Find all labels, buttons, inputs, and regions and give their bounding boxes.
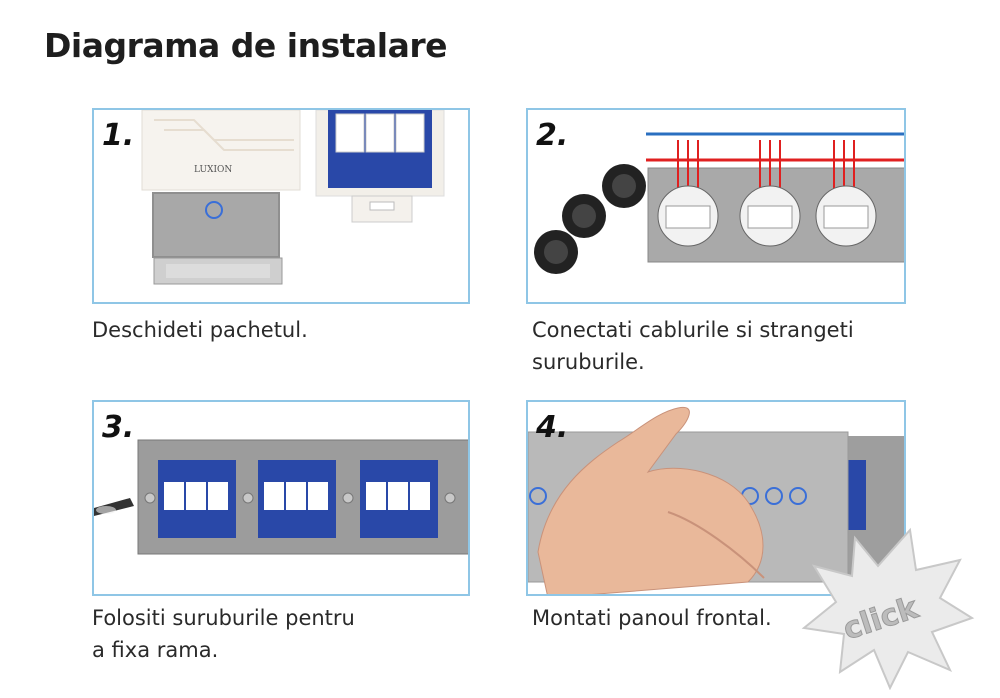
step-2-panel: 2. — [526, 108, 906, 304]
step-3-panel: 3. — [92, 400, 470, 596]
step-3-caption-line1: Folositi suruburile pentru — [92, 606, 355, 630]
step-3-caption-line2: a fixa rama. — [92, 638, 219, 662]
step-1-panel: 1. LUXION — [92, 108, 470, 304]
step-3-number: 3. — [102, 410, 135, 445]
step-2-caption-line2: suruburile. — [532, 350, 645, 374]
step-4-caption-line1: Montati panoul frontal. — [532, 606, 772, 630]
step-2-caption-line1: Conectati cablurile si strangeti — [532, 318, 854, 342]
click-starburst-icon: click — [801, 527, 975, 690]
step-2-number: 2. — [536, 118, 569, 153]
step-4-number: 4. — [536, 410, 569, 445]
step-1-number: 1. — [102, 118, 135, 153]
box-brand-label: LUXION — [194, 165, 232, 175]
step-3-caption: Folositi suruburile pentru a fixa rama. — [92, 602, 355, 666]
front-panel-illustration — [528, 406, 904, 594]
step-1-caption: Deschideti pachetul. — [92, 314, 308, 346]
page-title: Diagrama de instalare — [44, 26, 448, 65]
step-4-panel: 4. — [526, 400, 906, 596]
frame-screws-illustration — [94, 439, 468, 555]
open-package-illustration: LUXION — [141, 110, 445, 285]
wiring-illustration — [534, 132, 904, 274]
step-1-caption-line1: Deschideti pachetul. — [92, 318, 308, 342]
step-4-caption: Montati panoul frontal. — [532, 602, 772, 634]
step-2-caption: Conectati cablurile si strangeti surubur… — [532, 314, 854, 378]
